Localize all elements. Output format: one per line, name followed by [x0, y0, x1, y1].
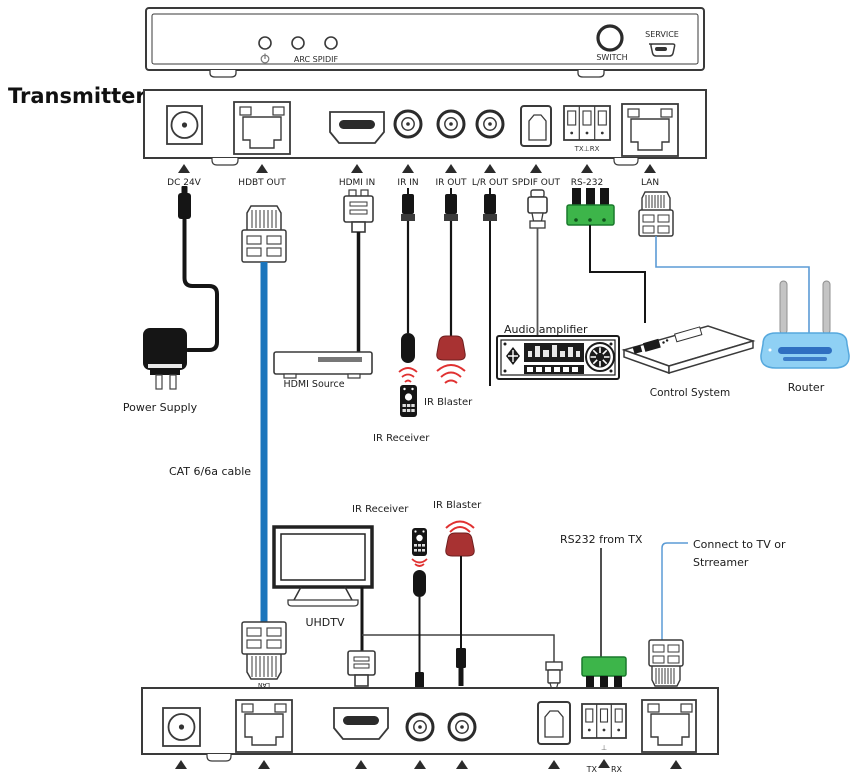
- control-system-label: Control System: [650, 387, 730, 399]
- receiver-front-panel: ⊥: [141, 687, 719, 762]
- label-lr-out: L/R OUT: [472, 178, 509, 188]
- ir-waves-icon: [436, 364, 466, 384]
- phoenix-plug-icon: [581, 656, 627, 692]
- transmitter-front-panel: TX⊥RX: [143, 89, 707, 166]
- rx-port-pointers: [175, 759, 682, 769]
- audio-amplifier-icon: [496, 335, 620, 380]
- rx-port-ir-jack-2: [447, 712, 477, 742]
- cat-cable-assembly: LAN CAT 6/6a cable: [169, 205, 287, 688]
- switch-button-icon: [596, 24, 624, 52]
- ir-eye-icon: [413, 570, 426, 597]
- note-pointer-line: [661, 542, 688, 640]
- rs232-from-tx-assembly: RS232 from TX: [560, 533, 643, 692]
- tx-port-lr-out: [475, 109, 505, 139]
- rs232-control-assembly: Control System: [566, 188, 756, 399]
- tx-port-spdif-out: [520, 105, 552, 147]
- ir-waves-icon: [398, 367, 418, 383]
- tx-port-dc: [166, 105, 203, 145]
- ir-blaster-tx-label: IR Blaster: [424, 397, 473, 408]
- optical-line: [362, 634, 555, 662]
- power-icon: [260, 53, 270, 64]
- ir-receiver-tx-label: IR Receiver: [373, 433, 430, 444]
- rx-port-ir-jack-1: [405, 712, 435, 742]
- tx-port-rs232: TX⊥RX: [563, 105, 611, 153]
- tx-port-pointers: [178, 164, 656, 173]
- connect-note-line1: Connect to TV or: [693, 538, 786, 551]
- ir-blaster-icon: [436, 335, 466, 361]
- power-supply-assembly: Power Supply: [123, 186, 219, 414]
- label-spdif-out: SPDIF OUT: [512, 178, 560, 188]
- ir-blaster-rx-assembly: IR Blaster: [433, 500, 482, 686]
- tx-terminal-label: TX⊥RX: [574, 145, 600, 153]
- tx-port-lan: [621, 103, 679, 157]
- ir-blaster-tx-assembly: [436, 188, 466, 384]
- remote-control-icon: [412, 528, 427, 556]
- rx-ground-symbol: ⊥: [601, 744, 607, 752]
- tx-port-hdmi-in: [329, 111, 385, 144]
- rx-tx-label: TX: [586, 765, 598, 774]
- rx-port-lan: [641, 699, 697, 753]
- ir-blaster-rx-label: IR Blaster: [433, 500, 482, 511]
- cat-cable-label: CAT 6/6a cable: [169, 465, 251, 478]
- uhdtv-label: UHDTV: [305, 616, 345, 629]
- rx-terminal-labels: TX RX: [586, 765, 623, 774]
- power-adapter-icon: [143, 328, 187, 370]
- hdmi-source-icon: [273, 351, 373, 379]
- remote-control-icon: [400, 385, 417, 417]
- rx-port-hdbt-in: [235, 699, 293, 753]
- tx-port-hdbt-out: [233, 101, 291, 155]
- lan-cable-line: [655, 236, 810, 333]
- label-dc-24v: DC 24V: [167, 178, 202, 188]
- ir-waves-icon: [411, 558, 428, 567]
- ir-receiver-rx-assembly: IR Receiver: [352, 504, 428, 688]
- page-title: Transmitter: [8, 84, 146, 108]
- rx-port-rs232: ⊥: [581, 703, 627, 752]
- switch-label: SWITCH: [596, 53, 627, 62]
- control-system-icon: [621, 325, 756, 375]
- antenna-icon: [779, 280, 788, 335]
- ir-eye-icon: [401, 333, 415, 363]
- rx-port-spdif: [537, 701, 571, 745]
- tx-port-labels: DC 24V HDBT OUT HDMI IN IR IN IR OUT L/R…: [167, 178, 659, 188]
- ir-receiver-rx-label: IR Receiver: [352, 504, 409, 515]
- device-foot: [209, 70, 237, 78]
- ir-blaster-icon: [445, 532, 475, 557]
- connect-note: Connect to TV or Strreamer LAN: [648, 538, 786, 696]
- micro-usb-icon: [649, 43, 676, 57]
- lan-router-assembly: Router: [638, 191, 850, 394]
- label-ir-out: IR OUT: [436, 178, 467, 188]
- hdmi-source-label: HDMI Source: [283, 379, 344, 390]
- antenna-icon: [822, 280, 831, 335]
- rs232-from-tx-label: RS232 from TX: [560, 533, 643, 546]
- label-lan: LAN: [641, 178, 659, 188]
- rx-port-hdmi-out: [333, 707, 389, 740]
- tx-port-ir-in: [393, 109, 423, 139]
- ir-waves-icon: [445, 520, 475, 533]
- service-label: SERVICE: [645, 30, 679, 39]
- tv-icon: [272, 525, 374, 607]
- label-hdmi-in: HDMI IN: [339, 178, 375, 188]
- spdif-amplifier-assembly: Audio amplifier: [496, 189, 620, 380]
- power-supply-label: Power Supply: [123, 401, 198, 414]
- device-foot: [577, 70, 605, 78]
- lr-out-cable: [483, 188, 497, 386]
- connect-note-line2: Strreamer: [693, 556, 749, 569]
- led-label: ARC SPIDIF: [294, 55, 339, 64]
- hdmi-source-assembly: HDMI Source: [273, 189, 374, 390]
- rx-rx-label: RX: [611, 765, 623, 774]
- label-hdbt-out: HDBT OUT: [238, 178, 286, 188]
- rx-port-dc: [162, 707, 201, 747]
- router-label: Router: [788, 381, 825, 394]
- phoenix-plug-icon: [566, 188, 615, 226]
- cat-plug-label: LAN: [258, 681, 270, 688]
- label-rs232: RS-232: [571, 178, 603, 188]
- audio-amplifier-label: Audio amplifier: [504, 323, 588, 336]
- ir-receiver-tx-assembly: IR Blaster IR Receiver: [373, 188, 473, 444]
- label-ir-in: IR IN: [397, 178, 418, 188]
- status-led-icons: [258, 36, 338, 50]
- router-icon: [760, 280, 850, 369]
- tx-port-ir-out: [436, 109, 466, 139]
- transmitter-top-panel: ARC SPIDIF SWITCH SERVICE: [145, 7, 705, 78]
